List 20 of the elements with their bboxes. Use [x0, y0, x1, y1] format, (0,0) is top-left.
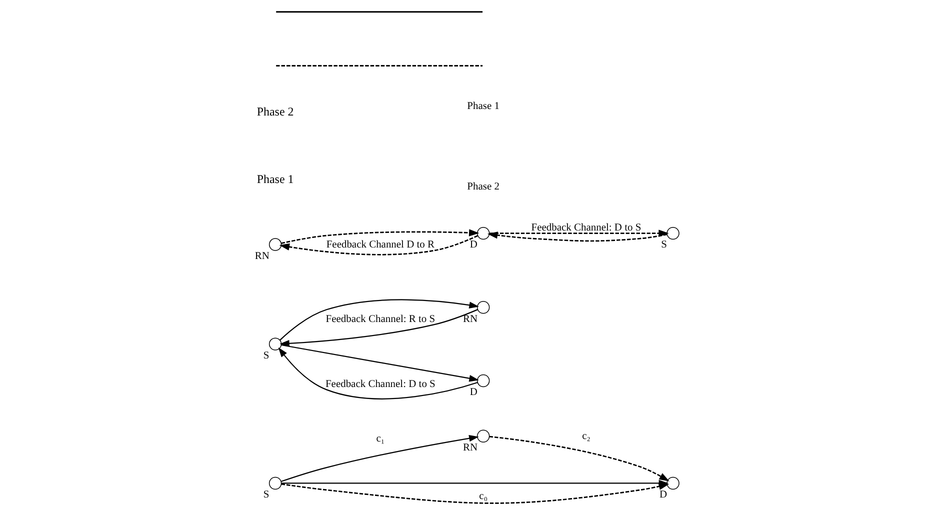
edge-label: Feedback Channel: D to S: [531, 222, 642, 234]
node-label: S: [661, 240, 667, 251]
node-label: S: [263, 350, 270, 362]
edge-label: Feedback Channel: D to S: [325, 378, 436, 390]
node-label: RN: [462, 442, 478, 454]
edge-label: c₂: [582, 431, 590, 442]
edge-label: Feedback Channel D to R: [326, 240, 435, 251]
node-label: RN: [254, 250, 270, 262]
node-label: D: [470, 387, 478, 398]
node-label: S: [263, 490, 270, 501]
node-label: D: [660, 490, 668, 501]
edge-label: c₁: [376, 433, 385, 444]
legend-label: Phase 2: [467, 182, 500, 193]
node-label: D: [470, 240, 478, 251]
label: Phase 2: [256, 104, 294, 119]
edge-label: c₀: [479, 491, 488, 502]
edge-label: Feedback Channel: R to S: [326, 314, 436, 325]
label: Phase 1: [256, 172, 294, 186]
legend-label: Phase 1: [467, 100, 500, 112]
node-label: RN: [462, 314, 478, 325]
